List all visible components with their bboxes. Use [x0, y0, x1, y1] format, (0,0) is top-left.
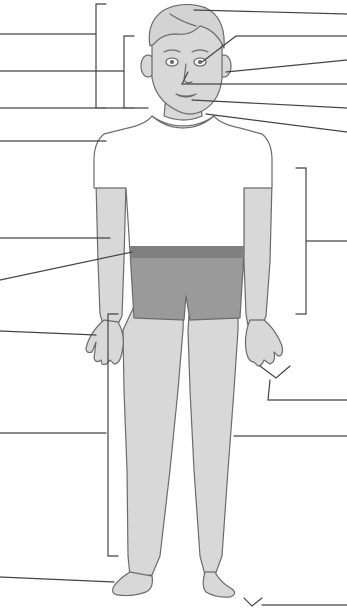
bracket-toes	[244, 598, 262, 606]
leader-fingers	[268, 380, 347, 400]
leader-foot	[0, 577, 114, 582]
left-hand	[86, 320, 123, 365]
left-pupil	[170, 60, 174, 64]
shorts	[130, 252, 244, 320]
left-foot	[113, 572, 153, 596]
right-leg	[188, 300, 238, 575]
bracket-trunk	[296, 168, 306, 314]
right-foot	[203, 572, 234, 597]
bracket-fingers	[260, 366, 290, 378]
human-figure	[86, 4, 283, 597]
bracket-head-inner	[124, 36, 134, 108]
shorts-waistband	[130, 246, 244, 258]
leader-ear	[226, 60, 347, 72]
leader-hand	[0, 331, 96, 335]
leader-mouth	[192, 100, 347, 108]
right-arm	[244, 182, 272, 326]
bracket-head-outer	[96, 4, 106, 108]
leader-hair	[194, 10, 347, 14]
left-arm	[96, 182, 126, 328]
left-leg	[123, 300, 184, 576]
right-hand	[246, 320, 283, 366]
